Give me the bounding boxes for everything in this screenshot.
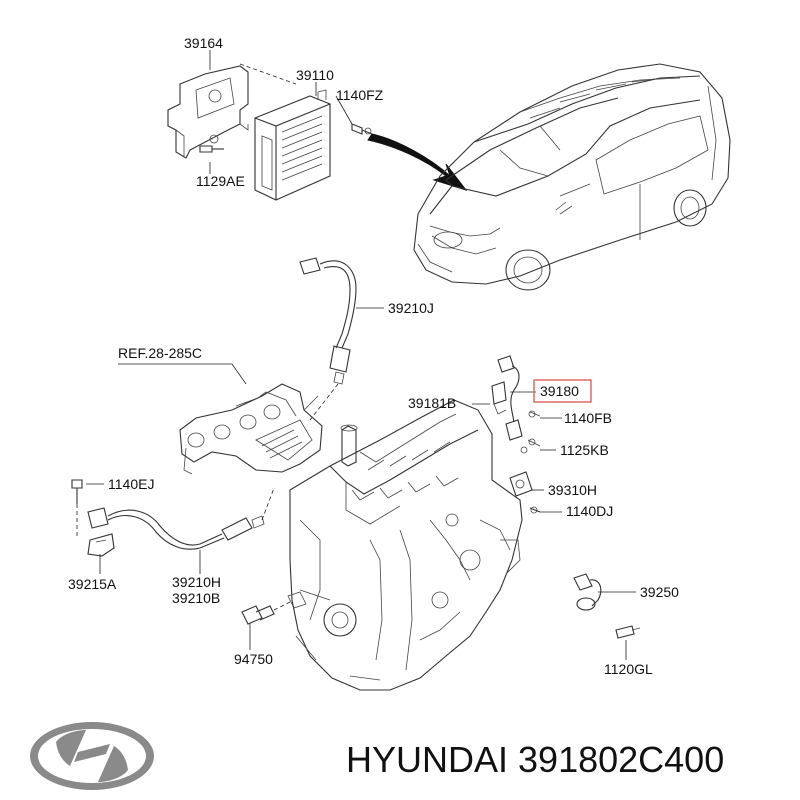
label-39210h: 39210H (172, 574, 221, 590)
position-sensor-drawing (509, 446, 541, 514)
label-39250: 39250 (640, 584, 679, 600)
label-94750: 94750 (234, 651, 273, 667)
ecu-bracket-drawing (167, 65, 249, 159)
label-ref-28-285c: REF.28-285C (118, 345, 202, 361)
cam-sensor-drawing (491, 355, 541, 447)
vehicle-drawing (413, 63, 731, 291)
label-39180: 39180 (540, 383, 579, 399)
label-39164: 39164 (184, 35, 223, 51)
label-39215a: 39215A (68, 576, 117, 592)
label-39110: 39110 (296, 67, 334, 83)
location-arrow-shape (367, 133, 468, 191)
hyundai-logo-icon (30, 722, 154, 790)
label-1125kb: 1125KB (560, 442, 609, 458)
label-1140fb: 1140FB (564, 410, 612, 426)
label-1140dj: 1140DJ (566, 503, 613, 519)
ecu-drawing (254, 89, 331, 201)
label-39181b: 39181B (408, 395, 456, 411)
label-1120gl: 1120GL (604, 661, 653, 677)
knock-sensor-drawing (573, 573, 641, 639)
o2-sensor-upper-drawing (299, 257, 357, 421)
engine-block-drawing (287, 399, 523, 691)
label-39210b: 39210B (172, 590, 220, 606)
bolt-1140fz-drawing (351, 123, 373, 135)
o2-sensor-lower-drawing (71, 479, 275, 557)
label-1140fz: 1140FZ (336, 87, 384, 103)
oil-pressure-switch-drawing (241, 601, 291, 625)
label-1129ae: 1129AE (196, 173, 245, 189)
brand-part-number: HYUNDAI 391802C400 (346, 739, 724, 780)
label-1140ej: 1140EJ (108, 476, 154, 492)
label-39310h: 39310H (548, 482, 597, 498)
bolt-1129ae-drawing (199, 134, 224, 153)
highlight-box (533, 379, 592, 403)
leader-lines (86, 50, 636, 660)
label-39210j: 39210J (388, 300, 434, 316)
exhaust-manifold-drawing (179, 383, 323, 475)
